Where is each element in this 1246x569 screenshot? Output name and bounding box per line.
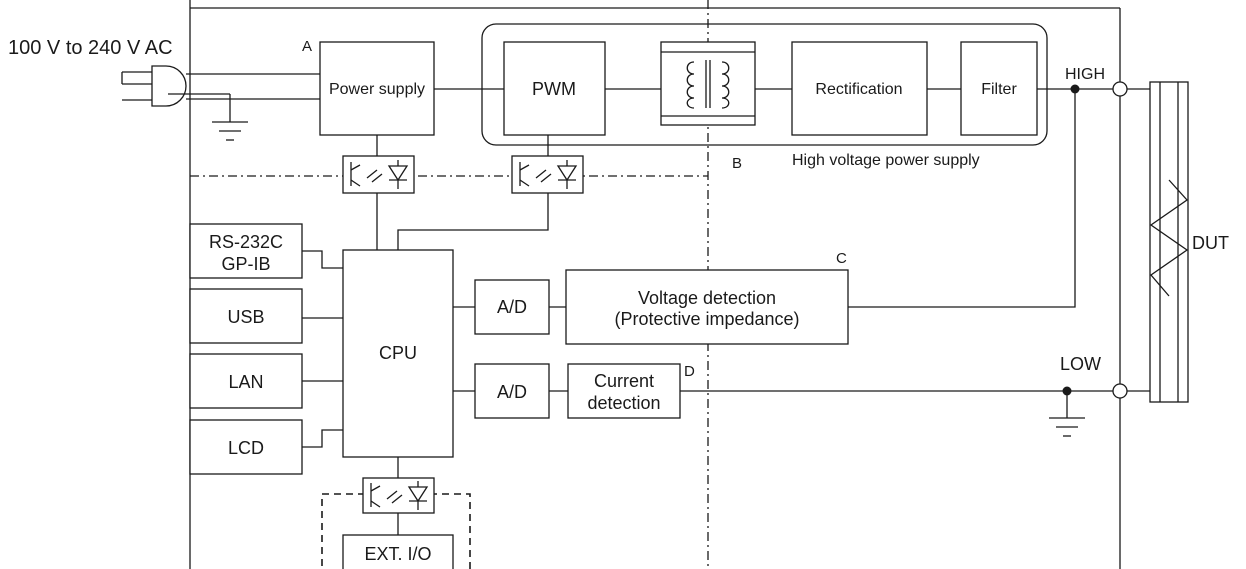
usb-block — [189, 288, 303, 344]
rectification-label: Rectification — [815, 81, 902, 98]
lcd-to-cpu-line — [302, 429, 343, 448]
lan-block — [189, 353, 303, 409]
optocoupler-icon — [362, 477, 435, 514]
power-supply-block — [319, 41, 435, 136]
ad-voltage-label: A/D — [497, 297, 527, 317]
ac-plug-icon — [121, 65, 320, 122]
ad-current-label: A/D — [497, 382, 527, 402]
low-terminal-label: LOW — [1060, 354, 1101, 374]
input-voltage-label: 100 V to 240 V AC — [8, 37, 173, 59]
vdet-to-high-line — [848, 89, 1076, 308]
ext-io-block — [342, 534, 454, 569]
high-terminal-label: HIGH — [1065, 66, 1105, 83]
marker-b: B — [732, 155, 742, 172]
lcd-block — [189, 419, 303, 475]
cpu-block — [342, 249, 454, 458]
usb-label: USB — [227, 307, 264, 327]
ground-icon — [1049, 417, 1085, 437]
marker-a: A — [302, 38, 312, 55]
low-terminal — [1112, 383, 1128, 399]
cpu-label: CPU — [379, 343, 417, 363]
high-terminal — [1112, 81, 1128, 97]
lan-label: LAN — [228, 372, 263, 392]
ext-io-label: EXT. I/O — [364, 544, 431, 564]
ground-icon — [212, 121, 248, 141]
voltage-detection-block — [565, 269, 849, 345]
optocoupler-icon — [511, 155, 584, 194]
voltage-detection-label: Voltage detection — [638, 288, 776, 308]
hv-power-supply-group — [481, 23, 1048, 146]
gpib-label: GP-IB — [221, 254, 270, 274]
filter-block — [960, 41, 1038, 136]
rs232c-label: RS-232C — [209, 232, 283, 252]
transformer-icon — [660, 41, 756, 126]
marker-c: C — [836, 250, 847, 267]
ad-current-block — [474, 363, 550, 419]
ad-voltage-block — [474, 279, 550, 335]
rectification-block — [791, 41, 928, 136]
rs232c-gpib-block — [189, 223, 303, 279]
marker-d: D — [684, 363, 695, 380]
filter-label: Filter — [981, 81, 1017, 98]
lcd-label: LCD — [228, 438, 264, 458]
current-label: Current — [594, 371, 654, 391]
opto2-to-cpu-line — [397, 193, 549, 250]
dut-label: DUT — [1192, 233, 1229, 253]
protective-impedance-label: (Protective impedance) — [614, 309, 799, 329]
rs232c-to-cpu-line — [302, 250, 343, 269]
current-detection-block — [567, 363, 681, 419]
hv-power-supply-caption: High voltage power supply — [792, 152, 980, 169]
resistor-icon — [1149, 81, 1189, 403]
pwm-label: PWM — [532, 79, 576, 99]
power-supply-label: Power supply — [329, 81, 425, 98]
optocoupler-icon — [342, 155, 415, 194]
detection-label: detection — [587, 393, 660, 413]
